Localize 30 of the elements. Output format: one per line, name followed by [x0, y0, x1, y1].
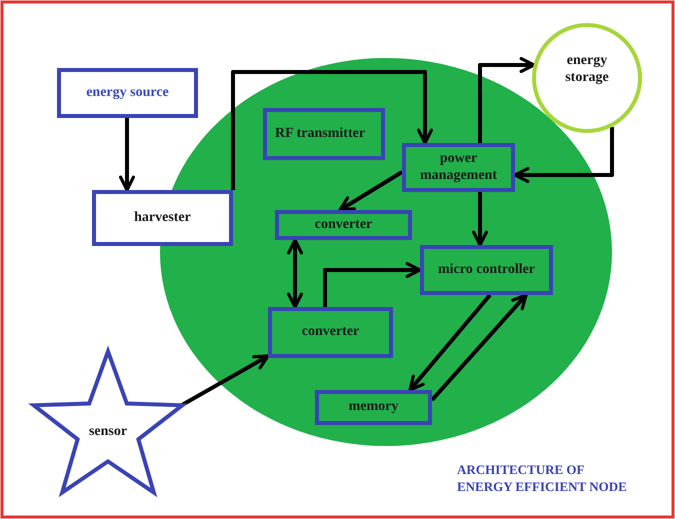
process-box: [315, 390, 432, 425]
process-box: [92, 190, 233, 246]
node-label: converter: [302, 324, 360, 341]
node-label: harvester: [134, 210, 191, 226]
arrow: [513, 127, 614, 183]
node-label: memory: [348, 399, 398, 416]
process-box: [402, 143, 515, 192]
arrow: [430, 293, 528, 402]
arrow: [472, 192, 488, 247]
arrow: [231, 70, 433, 190]
process-box: [268, 307, 393, 358]
arrow: [119, 118, 135, 192]
process-box: [263, 108, 385, 160]
node-label: energy source: [86, 84, 169, 102]
node-label: sensor: [88, 424, 128, 440]
node-label: RF transmitter: [275, 126, 366, 142]
arrow: [478, 57, 536, 143]
arrow: [181, 354, 270, 407]
node-label: converter: [314, 216, 372, 234]
arrow: [323, 262, 422, 307]
node-label: micro controller: [438, 262, 536, 278]
process-box: [57, 68, 198, 118]
diagram-caption: ARCHITECTURE OF ENERGY EFFICIENT NODE: [457, 462, 628, 496]
process-box: [420, 245, 553, 295]
node-label: power management: [419, 150, 498, 184]
arrow: [338, 170, 404, 212]
node-label: energy storage: [564, 53, 610, 87]
double-arrow: [287, 238, 303, 309]
arrow: [408, 294, 492, 392]
process-box: [275, 210, 412, 240]
